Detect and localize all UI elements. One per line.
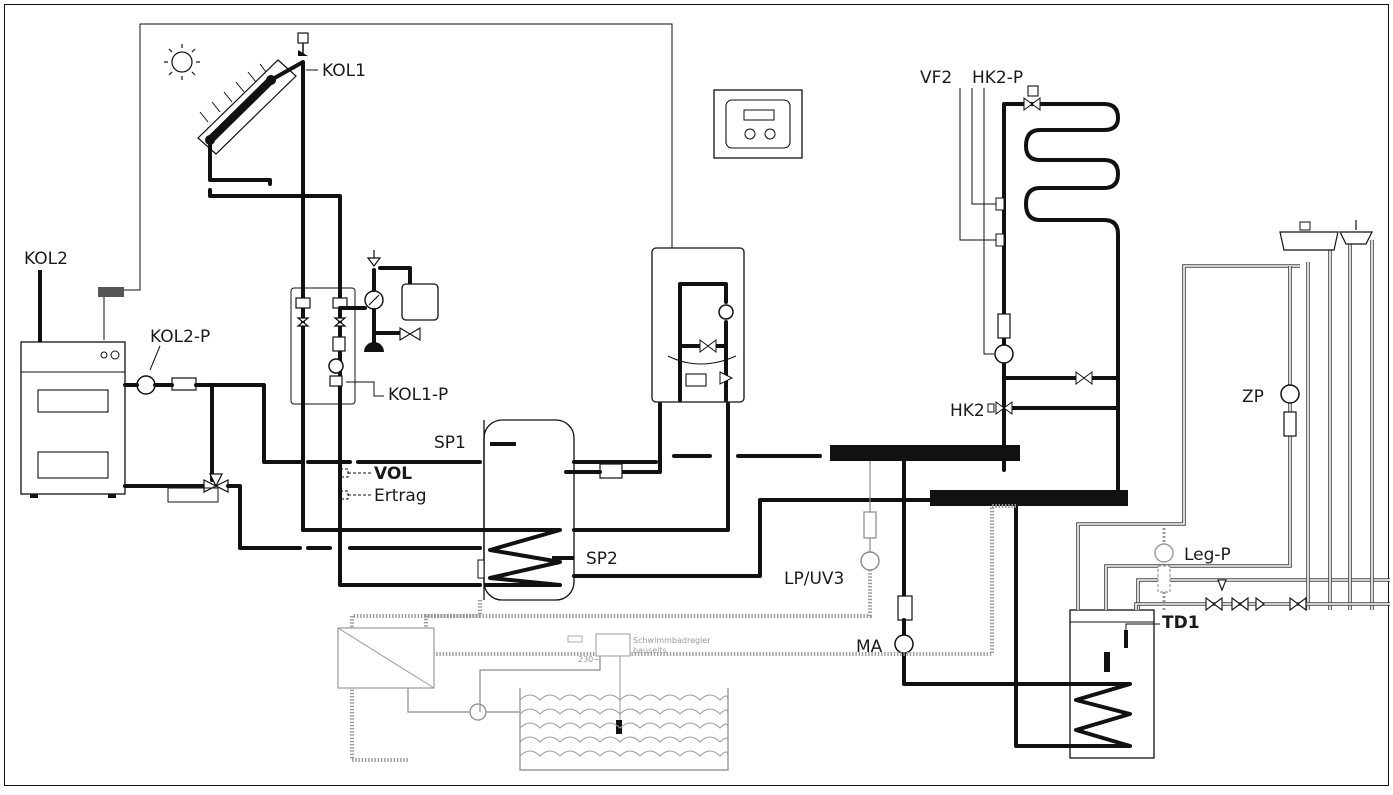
label-pool-controller: Schwimmbadregler xyxy=(633,636,711,645)
label-mains: 230~ xyxy=(578,655,600,664)
expansion-vessel xyxy=(401,283,439,321)
label-td1: TD1 xyxy=(1162,613,1200,633)
hk2-mixing-valve-icon xyxy=(995,401,1013,415)
solar-station-valves xyxy=(295,297,348,352)
pool-pump-icon xyxy=(469,703,487,721)
label-hk2-p: HK2-P xyxy=(972,68,1023,88)
lp-check-valve-icon xyxy=(863,511,877,539)
vf2-sensor-2 xyxy=(995,233,1005,247)
label-hk2: HK2 xyxy=(950,401,985,421)
outdoor-sensor xyxy=(98,287,124,297)
label-kol1: KOL1 xyxy=(322,61,366,81)
leg-p-pump-icon xyxy=(1154,543,1174,563)
boiler-bypass-valve-icon xyxy=(699,339,717,353)
hk2-vent-icon xyxy=(1023,85,1041,111)
pool-controller: Schwimmbadregler bauseits 230~ xyxy=(567,633,711,664)
distribution-header-1 xyxy=(830,445,1020,461)
swimming-pool xyxy=(519,688,729,771)
safety-valve-icon xyxy=(366,250,382,267)
sanitary-water-lines xyxy=(1076,240,1390,610)
label-ertrag: Ertrag xyxy=(374,486,427,506)
label-pool-controller-2: bauseits xyxy=(633,646,667,655)
mixing-valve-icon xyxy=(203,473,229,493)
hk2-bypass-valve-icon xyxy=(1075,371,1093,385)
membrane-vessel-icon xyxy=(364,342,384,352)
label-kol1-p: KOL1-P xyxy=(388,385,448,405)
pressure-gauge-icon xyxy=(364,290,384,310)
hk2-pump-icon xyxy=(994,344,1014,364)
label-kol2: KOL2 xyxy=(24,249,68,269)
bathtub-icon xyxy=(1279,221,1339,251)
zp-pump-icon xyxy=(1280,384,1300,404)
washbasin-icon xyxy=(1339,220,1373,245)
label-sp2: SP2 xyxy=(586,549,618,569)
bypass-box xyxy=(167,487,219,503)
solid-fuel-boiler xyxy=(20,341,126,498)
dhw-tank xyxy=(1068,609,1155,759)
zp-check-valve-icon xyxy=(1283,411,1297,437)
leg-p-check-valve-icon xyxy=(1157,565,1171,593)
wall-hung-boiler xyxy=(651,247,745,403)
label-vol: VOL xyxy=(374,464,412,484)
ma-pump-icon xyxy=(894,634,914,654)
solar-station xyxy=(290,287,356,405)
vf2-sensor xyxy=(995,197,1005,211)
drain-valve-icon xyxy=(399,327,421,341)
storage-check-valve-icon xyxy=(599,463,623,479)
kol1-pump-icon xyxy=(328,358,344,387)
air-vent-icon xyxy=(297,32,309,56)
ma-check-valve-icon xyxy=(897,595,913,621)
label-sp1: SP1 xyxy=(434,433,466,453)
check-valve-icon xyxy=(171,377,197,391)
system-controller xyxy=(713,89,803,159)
label-kol2-p: KOL2-P xyxy=(150,327,210,347)
boiler-3way-valve-icon xyxy=(719,371,734,385)
solar-storage-tank xyxy=(477,419,575,601)
hk2-check-valve-icon xyxy=(997,313,1011,339)
cold-water-fittings xyxy=(1205,579,1307,612)
diagram-border xyxy=(4,4,1389,786)
kol2-pump-icon xyxy=(136,375,156,395)
label-vf2: VF2 xyxy=(920,68,952,88)
label-zp: ZP xyxy=(1242,387,1264,407)
label-leg-p: Leg-P xyxy=(1184,545,1231,565)
distribution-header-2 xyxy=(930,490,1128,506)
label-lp-uv3: LP/UV3 xyxy=(784,569,844,589)
lp-uv3-pump-icon xyxy=(860,551,880,571)
sun-icon xyxy=(164,44,200,80)
